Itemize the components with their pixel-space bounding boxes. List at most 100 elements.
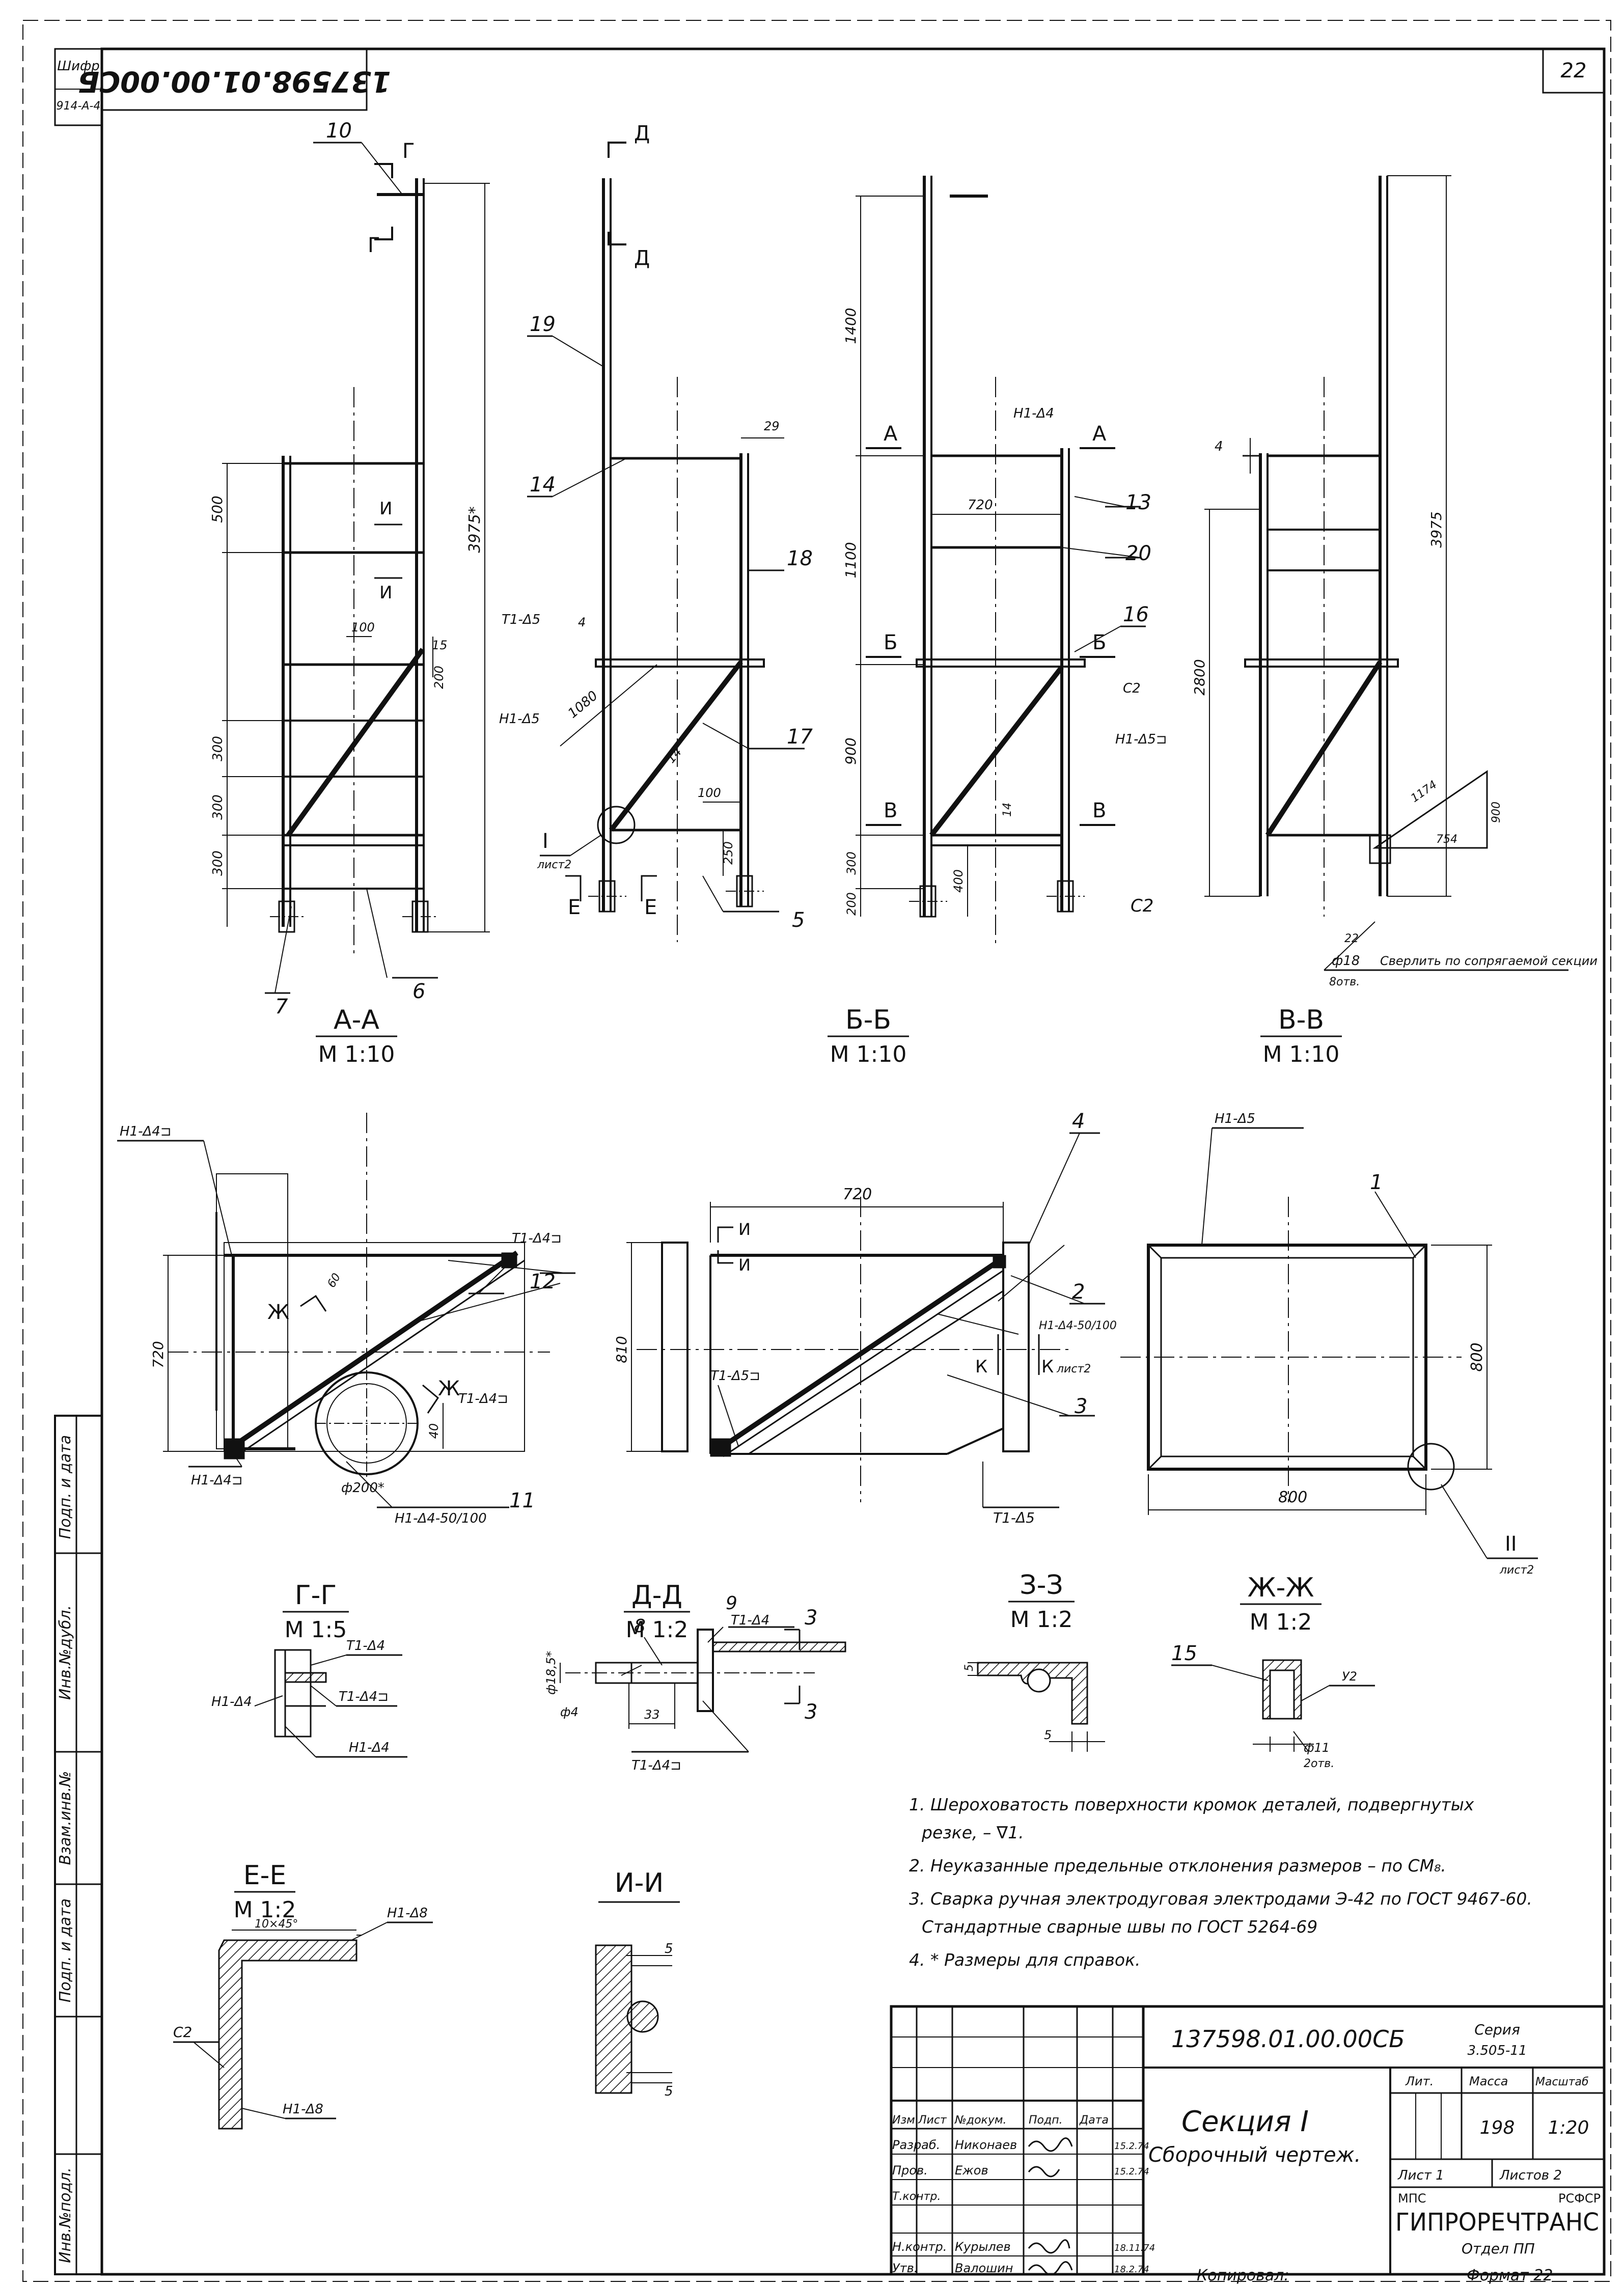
dim-300: 300 [844, 851, 859, 875]
weld-ee-1: Н1-Δ8 [387, 1906, 428, 1921]
note-line-5: Стандартные сварные швы по ГОСТ 5264-69 [922, 1917, 1317, 1937]
view-gg-title: Г-Г [295, 1580, 337, 1611]
weld-c2-lower: С2 [1131, 896, 1153, 916]
dim-900: 900 [1490, 802, 1503, 823]
dim-33: 33 [644, 1707, 660, 1722]
dim-14: 14 [1001, 803, 1014, 817]
dim-810: 810 [613, 1336, 630, 1363]
tb-format: Формат 22 [1467, 2267, 1553, 2284]
dim-40: 40 [427, 1423, 441, 1439]
plan-vv [1120, 1127, 1538, 1559]
tb-col-izm: Изм [892, 2114, 915, 2127]
dim-200: 200 [432, 666, 446, 689]
weld-c2-upper: С2 [1123, 681, 1141, 696]
view-aa-title: А-А [334, 1005, 379, 1035]
dim-18-5: ф18,5* [544, 1651, 558, 1695]
tb-org-4: Отдел ПП [1462, 2240, 1535, 2257]
dim-4: ф4 [560, 1705, 579, 1719]
detail-zhzh: Ж-Ж М 1:2 15 У2 ф11 2отв. [1171, 1573, 1375, 1770]
callout-18: 18 [787, 547, 813, 570]
section-mark-v-right: В [1092, 799, 1106, 822]
callout-10: 10 [326, 119, 352, 143]
section-mark-k-sheet: лист2 [1056, 1363, 1091, 1375]
tb-series-value: 3.505-11 [1468, 2043, 1527, 2058]
callout-8: 8 [634, 1616, 646, 1637]
top-code-stamp: 137598.01.00.00СБ [77, 48, 391, 111]
dim-14: 14 [664, 745, 684, 765]
detail-dd: Д-Д М 1:2 8 9 3 3 Т1-Δ4 [544, 1580, 846, 1773]
dim-3975: 3975 [1428, 511, 1445, 547]
tb-role-2: Пров. [892, 2163, 928, 2178]
dim-720: 720 [150, 1341, 167, 1368]
callout-2: 2 [1072, 1280, 1085, 1304]
dim-1400: 1400 [842, 308, 859, 344]
callout-15: 15 [1171, 1642, 1197, 1665]
page-number: 22 [1561, 59, 1587, 82]
callout-13: 13 [1125, 491, 1151, 514]
tb-scale-label: Масштаб [1535, 2076, 1589, 2088]
cipher-block: Шифр 914-А-4 [54, 48, 103, 126]
section-mark-i-1: И [738, 1220, 751, 1239]
weld-n1-d4: Н1-Δ4 [1013, 406, 1054, 421]
view-zhzh-title: Ж-Ж [1248, 1573, 1314, 1603]
page-number-box: 22 [1542, 48, 1605, 94]
dim-720: 720 [968, 498, 993, 513]
elevation-4 [1204, 175, 1568, 971]
tb-org-2: РСФСР [1558, 2191, 1601, 2206]
elevation-4-labels: 4 2800 3975 1174 754 900 22 ф18 8отв. Св… [1191, 439, 1598, 988]
dim-10x45: 10×45° [255, 1918, 298, 1931]
section-mark-i-top: И [379, 499, 392, 519]
section-mark-b-left: Б [884, 631, 897, 654]
dim-5b: 5 [1044, 1728, 1052, 1742]
tb-name-5: Курылев [955, 2240, 1011, 2254]
callout-15: 15 [432, 638, 448, 652]
section-mark-v-left: В [884, 799, 897, 822]
callout-5: 5 [792, 908, 805, 932]
view-zhzh-scale: М 1:2 [1250, 1609, 1312, 1635]
section-mark-a-left: А [884, 422, 898, 446]
section-mark-i-bottom: И [379, 583, 392, 603]
tb-lit-label: Лит. [1405, 2074, 1434, 2088]
weld-n1-d5-mark: Н1-Δ5⊐ [1115, 732, 1167, 747]
callout-6: 6 [412, 980, 425, 1003]
tb-date-1: 15.2.74 [1114, 2141, 1149, 2152]
tb-copied: Копировал: [1197, 2267, 1289, 2284]
detail-gg: Г-Г М 1:5 Т1-Δ4 Н1-Δ4 Т1-Δ4⊐ Н1-Δ4 [211, 1580, 407, 1758]
section-mark-zh-2: Ж [438, 1377, 460, 1400]
margin-label-5: Подп. и дата [57, 1435, 74, 1539]
view-vv-title: В-В [1278, 1005, 1324, 1035]
dim-200: 200 [844, 892, 859, 916]
weld-dd-2: Т1-Δ4⊐ [631, 1758, 681, 1773]
view-dd-title: Д-Д [631, 1580, 682, 1611]
dim-720: 720 [843, 1186, 872, 1203]
section-mark-d-bottom: Д [634, 246, 650, 270]
dim-300c: 300 [210, 850, 226, 876]
dim-500: 500 [209, 495, 226, 522]
detail-zz: З-З М 1:2 5 5 [963, 1570, 1105, 1752]
view-ii-title: И-И [615, 1868, 664, 1898]
callout-19: 19 [530, 313, 556, 336]
plan-bb [626, 1132, 1105, 1508]
weld-t1-d5: Т1-Δ5 [502, 612, 540, 627]
plan-aa-labels: 12 11 Н1-Δ4⊐ Т1-Δ4⊐ Т1-Δ4⊐ Н1-Δ4⊐ Н1-Δ4-… [120, 1124, 562, 1526]
weld-gg-3: Т1-Δ4⊐ [339, 1689, 389, 1704]
weld-n1-d5: Н1-Δ5 [499, 711, 540, 727]
margin-label-2: Подп. и дата [57, 1898, 74, 2002]
detail-ii: И-И 5 5 [595, 1868, 680, 2099]
dim-300a: 300 [210, 736, 226, 761]
weld-aa-2: Т1-Δ4⊐ [512, 1231, 562, 1246]
weld-ee-3: Н1-Δ8 [283, 2102, 323, 2117]
plan-bb-labels: 4 2 3 Н1-Δ4-50/100 Т1-Δ5⊐ Т1-Δ5 И И К К … [613, 1110, 1117, 1526]
detail-ref-2-num: II [1505, 1532, 1517, 1556]
detail-ref-2-sheet: лист2 [1499, 1564, 1534, 1577]
weld-ee-2: С2 [173, 2024, 192, 2041]
plan-vv-labels: 1 Н1-Δ5 II лист2 800 800 [1215, 1111, 1534, 1577]
dim-1174: 1174 [1409, 778, 1439, 805]
elevation-1 [222, 142, 490, 994]
tb-scale-value: 1:20 [1548, 2117, 1589, 2138]
note-line-1: 1. Шероховатость поверхности кромок дета… [909, 1795, 1474, 1814]
note-line-3: 2. Неуказанные предельные отклонения раз… [909, 1856, 1446, 1876]
section-mark-g-bottom: Г [368, 234, 380, 257]
dim-100: 100 [351, 620, 375, 635]
